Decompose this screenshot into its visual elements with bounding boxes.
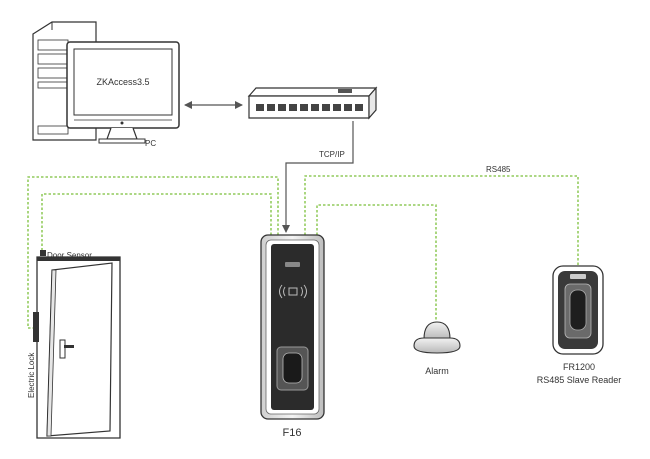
f16-indicator bbox=[285, 262, 300, 267]
door-sensor-label: Door Sensor bbox=[47, 251, 92, 260]
f16-device: F16 bbox=[260, 234, 325, 439]
door-sensor-wire bbox=[41, 193, 272, 250]
alarm-label: Alarm bbox=[425, 366, 449, 376]
fr1200-reader: FR1200 RS485 Slave Reader bbox=[537, 265, 622, 385]
rs485-wire bbox=[304, 175, 579, 265]
reader-led bbox=[570, 274, 586, 279]
reader-model-label: FR1200 bbox=[563, 362, 595, 372]
lock-wire bbox=[27, 176, 279, 329]
alarm: Alarm bbox=[413, 321, 461, 376]
door-sensor bbox=[40, 250, 46, 256]
electric-lock bbox=[33, 312, 39, 342]
pc-computer: ZKAccess3.5 PC bbox=[32, 21, 180, 148]
pc-monitor: ZKAccess3.5 bbox=[66, 41, 180, 144]
tcpip-label: TCP/IP bbox=[319, 150, 345, 159]
rs485-label: RS485 bbox=[486, 165, 511, 174]
door: Door Sensor Electric Lock bbox=[27, 250, 121, 439]
electric-lock-label: Electric Lock bbox=[27, 352, 36, 398]
pc-label: PC bbox=[145, 139, 156, 148]
reader-description-label: RS485 Slave Reader bbox=[537, 375, 622, 385]
f16-label: F16 bbox=[283, 427, 302, 439]
green-wiring bbox=[27, 175, 579, 329]
alarm-wire bbox=[316, 204, 437, 322]
network-switch bbox=[247, 86, 378, 120]
alarm-siren-icon bbox=[423, 321, 451, 340]
switch-logo bbox=[338, 89, 352, 93]
rfid-icon bbox=[279, 284, 307, 299]
door-handle bbox=[59, 339, 66, 359]
pc-screen-text: ZKAccess3.5 bbox=[96, 77, 149, 87]
tcpip-link bbox=[282, 121, 354, 233]
